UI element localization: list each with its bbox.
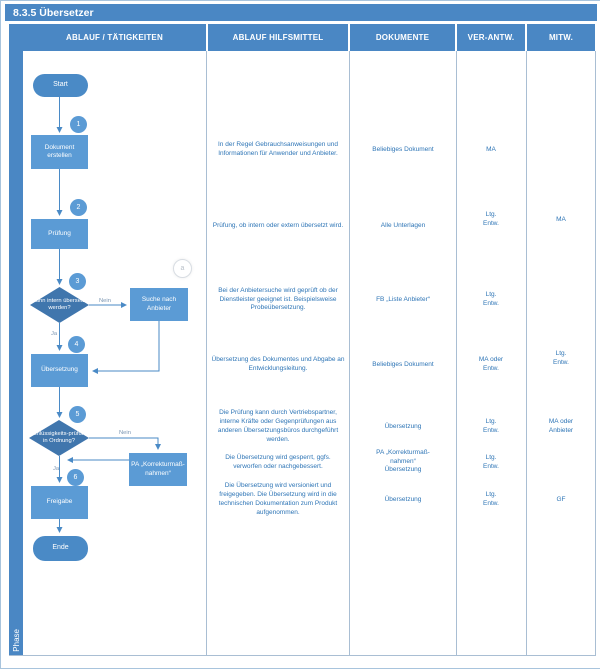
decision2-no-label: Nein: [119, 430, 131, 436]
column-divider: [206, 51, 207, 656]
flow-decision-schluessigkeitspruefung-label: Schlüssigkeits-prüfung in Ordnung?: [29, 431, 89, 444]
dokumente-text: Beliebiges Dokument: [372, 145, 434, 153]
flow-start-node: Start: [33, 74, 88, 97]
verantwortlich-text: Ltg. Entw.: [483, 454, 499, 470]
column-header-verantw: VER-ANTW.: [457, 24, 525, 51]
phase-label: Phase: [12, 629, 21, 652]
flow-step-pruefung: Prüfung: [31, 219, 88, 249]
hilfsmittel-text: Die Übersetzung wird versioniert und fre…: [218, 482, 338, 516]
flow-step-freigabe: Freigabe: [31, 486, 88, 519]
flow-decision-intern-uebersetzen-label: Kann intern übersetzt werden?: [31, 298, 88, 311]
verantwortlich-text: Ltg. Entw.: [483, 491, 499, 507]
hilfsmittel-text: In der Regel Gebrauchsanweisungen und In…: [218, 141, 338, 157]
column-header-dokumente: DOKUMENTE: [350, 24, 455, 51]
dokumente-text: Übersetzung: [384, 422, 422, 430]
flow-step-dokument-erstellen: Dokument erstellen: [31, 135, 88, 169]
hilfsmittel-text: Prüfung, ob intern oder extern übersetzt…: [212, 221, 344, 229]
decision2-yes-label: Ja: [53, 466, 60, 472]
connector-side-a-to-step4: [92, 321, 160, 374]
dokumente-text: FB „Liste Anbieter“: [376, 295, 430, 303]
verantwortlich-text: Ltg. Entw.: [483, 211, 499, 227]
step-number-badge: 1: [70, 116, 87, 133]
flow-step-suche-nach-anbieter: Suche nach Anbieter: [130, 288, 188, 321]
verantwortlich-text: MA: [486, 145, 496, 153]
verantwortlich-text: MA oder Entw.: [478, 356, 504, 372]
mitwirkung-text: [529, 447, 593, 479]
mitwirkung-text: MA oder Anbieter: [548, 418, 574, 434]
hilfsmittel-text: Übersetzung des Dokumentes und Abgabe an…: [211, 356, 345, 372]
mitwirkung-text: MA: [556, 215, 566, 223]
column-divider: [526, 51, 527, 656]
hilfsmittel-text: Bei der Anbietersuche wird geprüft ob de…: [218, 286, 338, 312]
mitwirkung-text: Ltg. Entw.: [553, 350, 569, 366]
dokumente-text: Beliebiges Dokument: [372, 360, 434, 368]
dokumente-text: Übersetzung: [384, 495, 422, 503]
column-header-ablauf-hilfsmittel: ABLAUF HILFSMITTEL: [208, 24, 348, 51]
table-right-border: [595, 51, 596, 656]
decision1-yes-label: Ja: [51, 331, 58, 337]
mitwirkung-text: [529, 278, 593, 322]
column-header-mitw: MITW.: [527, 24, 595, 51]
column-divider: [349, 51, 350, 656]
hilfsmittel-text: Die Übersetzung wird gesperrt, ggfs. ver…: [225, 454, 331, 470]
table-bottom-border: [9, 655, 596, 656]
dokumente-text: Alle Unterlagen: [380, 221, 426, 229]
title-bar: 8.3.5 Übersetzer: [5, 4, 597, 21]
column-header-ablauf-taetigkeiten: ABLAUF / TÄTIGKEITEN: [23, 24, 206, 51]
step-number-badge: 3: [69, 273, 86, 290]
step-letter-badge: a: [173, 259, 192, 278]
connector-decision2-no: [89, 437, 161, 450]
page-title: 8.3.5 Übersetzer: [13, 6, 94, 19]
step-number-badge: 2: [70, 199, 87, 216]
step-number-badge: 6: [67, 469, 84, 486]
step-number-badge: 5: [69, 406, 86, 423]
mitwirkung-text: [529, 127, 593, 173]
column-divider: [456, 51, 457, 656]
flow-end-node: Ende: [33, 536, 88, 561]
flow-step-pa-korrekturmassnahmen: PA „Korrekturmaß-nahmen“: [129, 453, 187, 486]
mitwirkung-text: GF: [556, 495, 566, 503]
verantwortlich-text: Ltg. Entw.: [483, 418, 499, 434]
hilfsmittel-text: Die Prüfung kann durch Vertriebspartner,…: [217, 409, 339, 443]
dokumente-text: PA „Korrekturmaß- nahmen“ Übersetzung: [376, 448, 430, 474]
verantwortlich-text: Ltg. Entw.: [483, 291, 499, 307]
phase-strip: Phase: [9, 24, 23, 656]
step-number-badge: 4: [68, 336, 85, 353]
decision1-no-label: Nein: [99, 298, 111, 304]
flow-step-uebersetzung: Übersetzung: [31, 354, 88, 387]
